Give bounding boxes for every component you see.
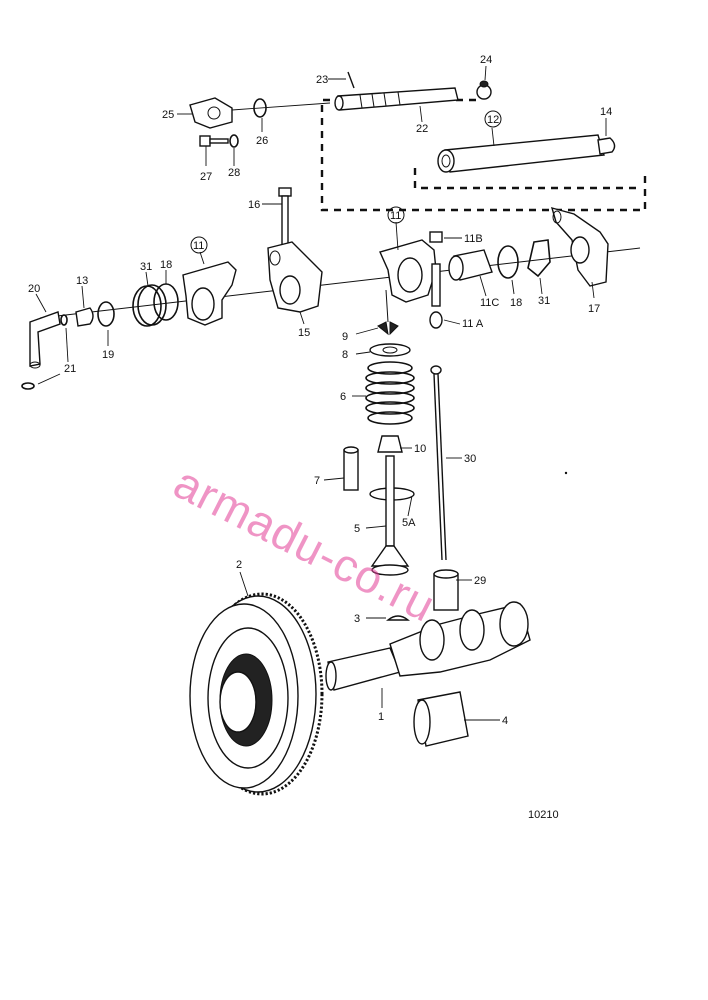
part-31-spring-right xyxy=(527,239,551,278)
part-22-rocker-shaft xyxy=(334,87,459,111)
callout-11b: 11B xyxy=(464,233,483,245)
callout-7: 7 xyxy=(314,475,320,487)
part-11b-nut xyxy=(429,231,443,243)
part-16-bolt xyxy=(278,187,292,249)
callout-22: 22 xyxy=(416,123,428,135)
figure-number: 10210 xyxy=(528,809,559,821)
part-21-seal xyxy=(21,314,68,390)
part-18-washer-right xyxy=(497,245,519,279)
callout-6: 6 xyxy=(340,391,346,403)
part-31-spring-left xyxy=(132,284,167,327)
part-15-bracket xyxy=(267,241,323,313)
part-3-key xyxy=(386,615,410,621)
part-11c-bushing xyxy=(448,249,493,281)
part-28-washer xyxy=(229,134,239,148)
callout-21: 21 xyxy=(64,363,76,375)
part-7-valve-guide xyxy=(343,446,359,491)
callout-11-mid-circle xyxy=(387,206,405,224)
part-29-tappet xyxy=(433,569,459,611)
part-23-pin xyxy=(347,71,355,89)
callout-18-right: 18 xyxy=(510,297,522,309)
part-4-bushing xyxy=(413,691,469,747)
callout-20: 20 xyxy=(28,283,40,295)
callouts: 23 24 25 26 27 28 22 12 14 16 11 11 11B … xyxy=(28,54,612,727)
part-25-bracket xyxy=(189,97,331,129)
callout-12: 12 xyxy=(487,114,499,126)
assembly-dashed-links xyxy=(320,98,647,212)
callout-15: 15 xyxy=(298,327,310,339)
callout-11c: 11C xyxy=(480,297,499,309)
callout-29: 29 xyxy=(474,575,486,587)
part-13-plug xyxy=(75,307,94,327)
part-26-washer xyxy=(253,98,267,118)
part-19-circlip xyxy=(97,301,115,327)
callout-11a: 11 A xyxy=(462,318,484,330)
callout-26: 26 xyxy=(256,135,268,147)
callout-18-left: 18 xyxy=(160,259,172,271)
part-8-retainer xyxy=(369,343,411,357)
callout-11-left-circle xyxy=(190,236,208,254)
callout-13: 13 xyxy=(76,275,88,287)
callout-17: 17 xyxy=(588,303,600,315)
part-1-camshaft xyxy=(325,601,531,691)
callout-19: 19 xyxy=(102,349,114,361)
part-10-stem-seal xyxy=(377,435,403,453)
callout-11-left: 11 xyxy=(193,240,204,252)
part-2-camshaft-gear xyxy=(189,592,324,796)
part-11-rocker-arm-mid xyxy=(379,239,437,323)
part-14-plug xyxy=(597,137,616,155)
part-17-bracket xyxy=(550,206,609,287)
callout-28: 28 xyxy=(228,167,240,179)
callout-5a: 5A xyxy=(402,517,416,529)
callout-25: 25 xyxy=(162,109,174,121)
speck-dot xyxy=(564,471,568,475)
part-12-tube xyxy=(437,134,605,173)
callout-27: 27 xyxy=(200,171,212,183)
callout-1: 1 xyxy=(378,711,384,723)
leader-lines xyxy=(35,65,607,721)
part-6-valve-spring xyxy=(365,361,415,425)
callout-11-mid: 11 xyxy=(390,210,401,222)
callout-4: 4 xyxy=(502,715,508,727)
shaft-axis-line xyxy=(39,247,641,319)
callout-3: 3 xyxy=(354,613,360,625)
callout-31-right: 31 xyxy=(538,295,550,307)
part-27-bolt xyxy=(199,135,229,147)
part-20-oil-pipe xyxy=(29,311,61,369)
callout-2: 2 xyxy=(236,559,242,571)
part-30-push-rod xyxy=(430,365,447,561)
part-5-valve xyxy=(370,455,410,576)
callout-30: 30 xyxy=(464,453,476,465)
part-24-plug xyxy=(476,80,492,100)
callout-5: 5 xyxy=(354,523,360,535)
callout-16: 16 xyxy=(248,199,260,211)
part-11-rocker-arm-left xyxy=(182,261,237,326)
callout-10: 10 xyxy=(414,443,426,455)
part-11a-adjust-screw xyxy=(429,263,443,329)
part-9-keepers xyxy=(377,321,399,336)
callout-24: 24 xyxy=(480,54,492,66)
callout-14: 14 xyxy=(600,106,612,118)
callout-23: 23 xyxy=(316,74,328,86)
callout-9: 9 xyxy=(342,331,348,343)
callout-31-left: 31 xyxy=(140,261,152,273)
callout-12-circle xyxy=(484,110,502,128)
callout-8: 8 xyxy=(342,349,348,361)
